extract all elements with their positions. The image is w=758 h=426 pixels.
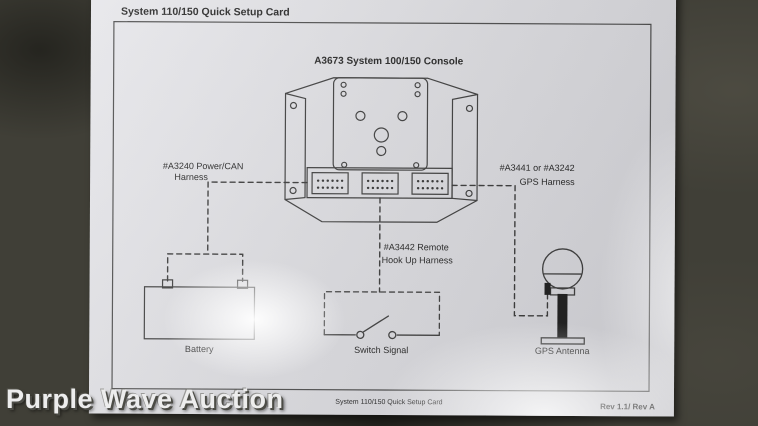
power-harness-label-line1: #A3240 Power/CAN — [163, 161, 244, 171]
gps-harness-label-line1: #A3441 or #A3242 — [500, 163, 575, 173]
antenna-pole — [557, 293, 568, 338]
console-mount-plate — [332, 77, 429, 171]
revision-label: Rev 1.1/ Rev A — [600, 402, 655, 411]
battery-label: Battery — [185, 344, 214, 354]
switch-label: Switch Signal — [354, 345, 408, 355]
antenna-label: GPS Antenna — [535, 346, 590, 356]
console-label: A3673 System 100/150 Console — [314, 56, 463, 68]
antenna-base — [540, 337, 585, 345]
auction-watermark: Purple Wave Auction — [6, 384, 284, 414]
remote-harness-label-line2: Hook Up Harness — [382, 255, 454, 265]
power-connector — [311, 172, 349, 195]
console-drawing — [284, 77, 479, 223]
battery-terminal-wires — [166, 253, 244, 282]
card-title: System 110/150 Quick Setup Card — [121, 6, 290, 19]
connector-pins — [316, 179, 444, 190]
console-right-bracket — [451, 93, 479, 202]
power-harness-label-line2: Harness — [174, 172, 208, 182]
battery-drawing — [143, 279, 256, 340]
console-left-bracket — [284, 92, 307, 201]
card-footer-title: System 110/150 Quick Setup Card — [335, 399, 442, 407]
remote-connector — [361, 172, 399, 195]
switch-drawing — [323, 291, 441, 340]
setup-card-diagram: System 110/150 Quick Setup Card A3673 Sy… — [111, 6, 655, 411]
switch-lever — [362, 315, 390, 333]
antenna-cable-plug — [544, 282, 551, 295]
gps-harness-wire — [451, 184, 549, 317]
remote-harness-label-line1: #A3442 Remote — [384, 242, 449, 252]
gps-harness-label-line2: GPS Harness — [520, 177, 576, 187]
setup-card: System 110/150 Quick Setup Card A3673 Sy… — [88, 0, 677, 417]
gps-connector — [411, 172, 449, 195]
diagram-border — [111, 20, 652, 393]
